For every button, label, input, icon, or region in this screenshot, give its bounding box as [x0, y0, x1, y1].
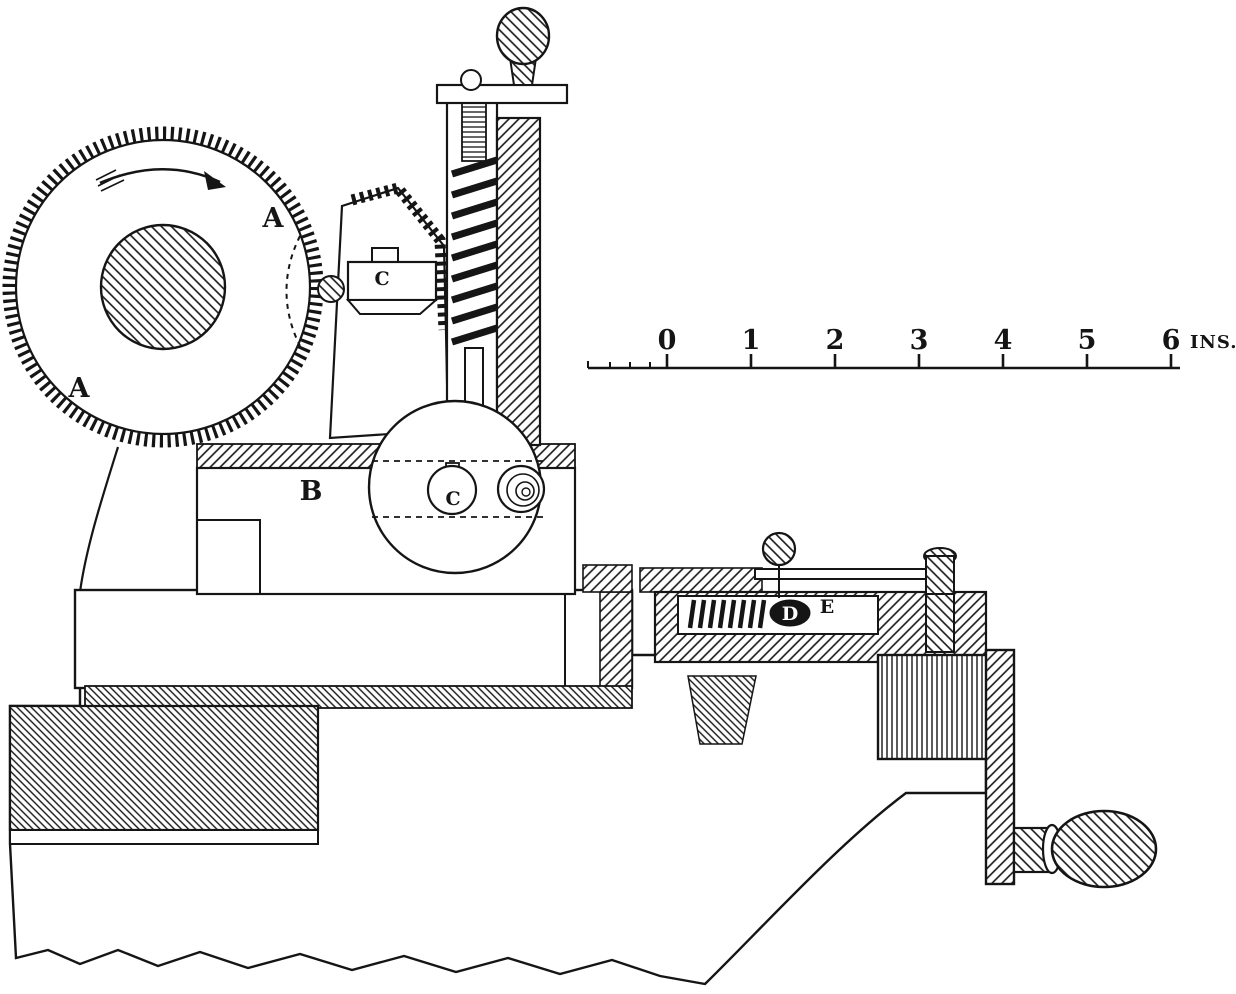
crank-handle — [1050, 809, 1158, 889]
crank-group — [876, 648, 1158, 889]
ruler-num-6: 6 — [1162, 325, 1181, 356]
column-cap — [435, 83, 569, 105]
block-step — [197, 519, 261, 594]
label-spindle: C — [445, 488, 460, 510]
ruler-unit: INS. — [1190, 332, 1236, 353]
ruler-num-1: 1 — [742, 325, 761, 356]
ruler-major-ticks — [665, 354, 1173, 368]
clamp-screw — [371, 247, 399, 263]
ball-knob — [761, 531, 797, 567]
slide-spring — [687, 599, 767, 629]
spring-column — [435, 6, 569, 447]
rod-fitting-lower — [925, 593, 955, 653]
label-wheel-upper: A — [262, 203, 285, 234]
frame-left-curve — [78, 446, 120, 593]
ruler-num-4: 4 — [994, 325, 1013, 356]
spindle-bore — [426, 464, 478, 516]
rod-fitting-upper — [925, 555, 955, 595]
scale-ruler: 0 1 2 3 4 5 6 INS. — [587, 325, 1236, 370]
ruler-num-0: 0 — [658, 325, 677, 356]
bearing-group — [367, 399, 548, 575]
label-slider: D — [782, 603, 798, 625]
wheel-teeth-ring — [2, 126, 324, 448]
ruler-minor-ticks — [587, 361, 651, 368]
bed-block-foot — [9, 829, 319, 845]
slide-assembly — [582, 531, 988, 664]
base-block — [73, 588, 634, 690]
label-frame-block: B — [300, 476, 323, 507]
column-right-plate — [495, 116, 542, 447]
hidden-mesh-arc — [285, 235, 301, 347]
clamp-lip — [345, 299, 439, 315]
column-spring — [450, 156, 499, 346]
slide-step — [582, 564, 633, 593]
saw-wheel — [2, 126, 324, 448]
base-hatched-strip — [599, 591, 633, 689]
arrow-feather — [95, 169, 125, 192]
label-slide-plate: E — [820, 596, 834, 618]
label-wheel-lower: A — [68, 373, 91, 404]
slide-top-band — [639, 567, 763, 593]
label-clamp: C — [374, 268, 389, 290]
turned-ball-ring2 — [515, 481, 535, 501]
body-hatch-patch — [687, 675, 757, 745]
turned-ball-ring1 — [506, 473, 540, 507]
ruler-num-3: 3 — [910, 325, 929, 356]
wheel-hub — [99, 223, 227, 351]
turned-ball-ring3 — [521, 487, 531, 497]
cap-screw-head — [460, 69, 482, 91]
ruler-num-5: 5 — [1078, 325, 1097, 356]
slider-d — [769, 599, 811, 627]
clamp-body — [346, 260, 438, 302]
pull-rod — [754, 568, 946, 580]
top-knob — [495, 6, 551, 66]
bed-block-hatched — [8, 704, 320, 832]
rotation-arrowhead — [204, 171, 226, 190]
clamp-pivot-ball — [317, 275, 345, 303]
threaded-rod — [461, 102, 487, 162]
base-hatch-band — [84, 685, 633, 709]
clamp-c — [317, 247, 439, 315]
ruler-num-2: 2 — [826, 325, 845, 356]
crank-arm — [984, 648, 1016, 886]
cylinder-boss — [876, 653, 990, 761]
